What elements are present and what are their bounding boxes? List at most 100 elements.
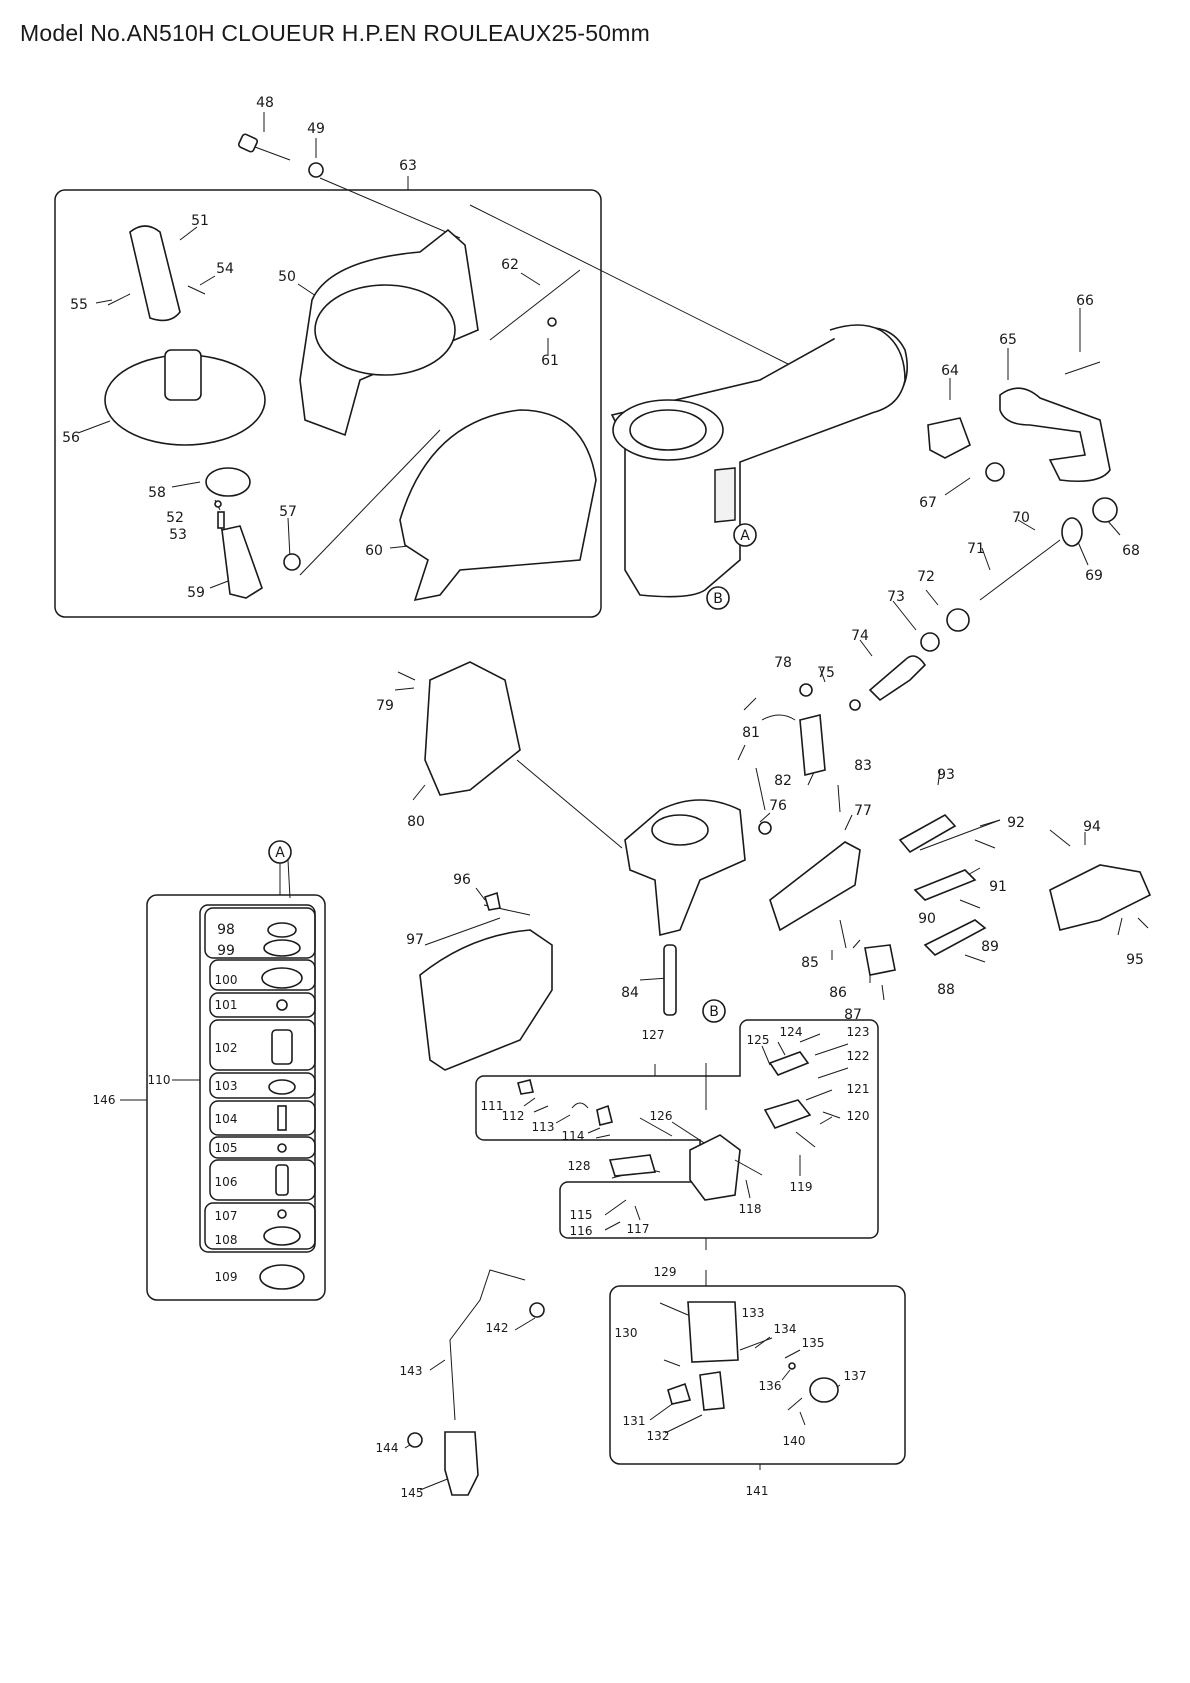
label-73: 73 [887, 589, 905, 605]
part-90-spring [959, 899, 981, 909]
label-129: 129 [654, 1265, 677, 1279]
leader-lines [77, 112, 1123, 1491]
part-62-rod [489, 269, 581, 341]
label-111: 111 [481, 1099, 504, 1113]
part-131-block [667, 1382, 692, 1405]
label-70: 70 [1012, 510, 1030, 526]
label-117: 117 [627, 1222, 650, 1236]
label-98: 98 [217, 922, 235, 938]
label-55: 55 [70, 297, 88, 313]
label-104: 104 [215, 1112, 238, 1126]
label-79: 79 [376, 698, 394, 714]
part-144-cap [407, 1432, 423, 1448]
label-94: 94 [1083, 819, 1101, 835]
part-72-washer [946, 608, 970, 632]
label-61: 61 [541, 353, 559, 369]
label-135: 135 [802, 1336, 825, 1350]
part-78-nut [799, 683, 813, 697]
label-68: 68 [1122, 543, 1140, 559]
label-122: 122 [847, 1049, 870, 1063]
part-75-oring [849, 699, 861, 711]
label-99: 99 [217, 943, 235, 959]
label-110: 110 [148, 1073, 171, 1087]
label-97: 97 [406, 932, 424, 948]
part-84-rod [663, 944, 677, 1016]
label-144: 144 [376, 1441, 399, 1455]
part-97-shield [419, 929, 553, 1071]
callout-a-housing: A [733, 523, 757, 547]
group-box-63 [54, 189, 602, 618]
label-120: 120 [847, 1109, 870, 1123]
part-81-spring [761, 714, 796, 721]
label-52: 52 [166, 510, 184, 526]
part-67-nut [985, 462, 1005, 482]
part-64-valve [927, 417, 971, 459]
label-126: 126 [650, 1109, 673, 1123]
label-90: 90 [918, 911, 936, 927]
part-91-lever [913, 869, 977, 901]
label-72: 72 [917, 569, 935, 585]
label-59: 59 [187, 585, 205, 601]
page-title: Model No.AN510H CLOUEUR H.P.EN ROULEAUX2… [20, 20, 650, 46]
label-66: 66 [1076, 293, 1094, 309]
label-100: 100 [215, 973, 238, 987]
label-115: 115 [570, 1208, 593, 1222]
label-86: 86 [829, 985, 847, 1001]
part-92-spring [974, 839, 996, 849]
group-box-146 [146, 894, 326, 1301]
label-141: 141 [746, 1484, 769, 1498]
part-89-lever [923, 919, 987, 956]
part-126-block [689, 1134, 741, 1201]
label-106: 106 [215, 1175, 238, 1189]
pill-102 [209, 1019, 316, 1071]
label-127: 127 [642, 1028, 665, 1042]
part-54-pin [187, 285, 206, 295]
label-107: 107 [215, 1209, 238, 1223]
label-49: 49 [307, 121, 325, 137]
label-84: 84 [621, 985, 639, 1001]
svg-text:B: B [713, 591, 723, 607]
label-146: 146 [93, 1093, 116, 1107]
label-80: 80 [407, 814, 425, 830]
pill-98-99 [204, 907, 316, 959]
label-134: 134 [774, 1322, 797, 1336]
label-121: 121 [847, 1082, 870, 1096]
label-124: 124 [780, 1025, 803, 1039]
part-48-bolt [237, 133, 291, 161]
part-95-bolt [1137, 917, 1149, 929]
label-71: 71 [967, 541, 985, 557]
label-92: 92 [1007, 815, 1025, 831]
pill-103 [209, 1072, 316, 1099]
label-105: 105 [215, 1141, 238, 1155]
part-61-clip [547, 317, 557, 327]
part-55-pin [107, 293, 131, 306]
label-136: 136 [759, 1379, 782, 1393]
label-133: 133 [742, 1306, 765, 1320]
svg-text:A: A [275, 845, 285, 861]
part-52 [214, 500, 222, 508]
part-137-knob [809, 1377, 839, 1403]
callout-b-housing: B [706, 586, 730, 610]
pill-100 [209, 959, 316, 991]
part-124-125-lever [768, 1051, 810, 1076]
part-85-pin [839, 919, 847, 949]
part-65-handle [999, 387, 1111, 483]
part-87-spring [881, 984, 885, 1001]
part-145-valve [444, 1431, 479, 1496]
label-58: 58 [148, 485, 166, 501]
main-housing [610, 324, 909, 598]
part-133-body [687, 1301, 739, 1363]
label-89: 89 [981, 939, 999, 955]
part-49-washer [308, 162, 324, 178]
part-96-fitting [484, 891, 501, 911]
pill-106 [209, 1159, 316, 1201]
label-132: 132 [647, 1429, 670, 1443]
part-73-oring [920, 632, 940, 652]
label-50: 50 [278, 269, 296, 285]
part-77-rail [769, 841, 861, 932]
label-123: 123 [847, 1025, 870, 1039]
label-142: 142 [486, 1321, 509, 1335]
part-86-button [864, 944, 896, 976]
label-130: 130 [615, 1326, 638, 1340]
